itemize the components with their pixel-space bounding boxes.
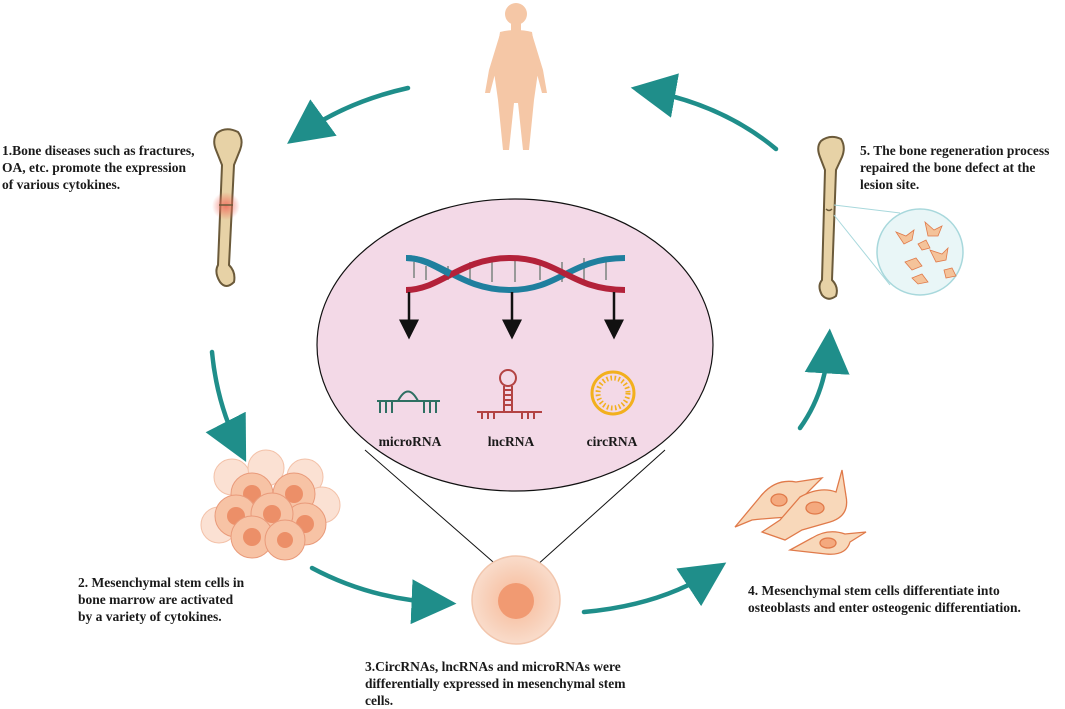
osteoblast-cells-icon <box>734 469 867 555</box>
circrna-label: circRNA <box>587 434 638 449</box>
circrna-icon <box>590 370 636 416</box>
rna-ellipse <box>316 198 714 492</box>
caption-step-2: 2. Mesenchymal stem cells in bone marrow… <box>78 575 245 624</box>
magnifier-line-bottom <box>833 214 891 286</box>
lncrna-label: lncRNA <box>488 434 535 449</box>
cycle-arrows <box>205 73 850 625</box>
human-figure-icon <box>485 3 547 150</box>
caption-step-3: 3.CircRNAs, lncRNAs and microRNAs were d… <box>365 659 626 708</box>
caption-step-5: 5. The bone regeneration process repaire… <box>860 143 1050 192</box>
single-stem-cell-icon <box>471 555 561 645</box>
lncrna-icon <box>477 369 542 419</box>
stem-cell-cluster-icon <box>200 449 341 561</box>
caption-step-4: 4. Mesenchymal stem cells differentiate … <box>748 583 1021 615</box>
healed-bone-icon <box>817 135 845 300</box>
lesion-glow <box>212 192 240 220</box>
magnifier-osteoblast-icon <box>876 208 964 296</box>
magnifier-line-top <box>833 204 901 214</box>
arrow-cell-to-osteoblast <box>581 562 727 615</box>
arrow-human-to-bone <box>287 85 411 144</box>
zoom-line-left <box>364 449 509 576</box>
microrna-label: microRNA <box>379 434 442 449</box>
arrow-osteoblast-to-bone <box>797 328 850 431</box>
arrow-bone-to-cluster <box>205 349 247 463</box>
arrow-cluster-to-cell <box>309 565 457 625</box>
dna-double-helix-icon <box>405 254 626 294</box>
microrna-icon <box>377 390 440 413</box>
arrow-bone-to-human <box>630 73 779 152</box>
zoom-line-right <box>525 449 666 576</box>
caption-step-1: 1.Bone diseases such as fractures, OA, e… <box>2 143 195 192</box>
bone-icon <box>212 128 243 287</box>
expression-arrows <box>399 292 624 340</box>
